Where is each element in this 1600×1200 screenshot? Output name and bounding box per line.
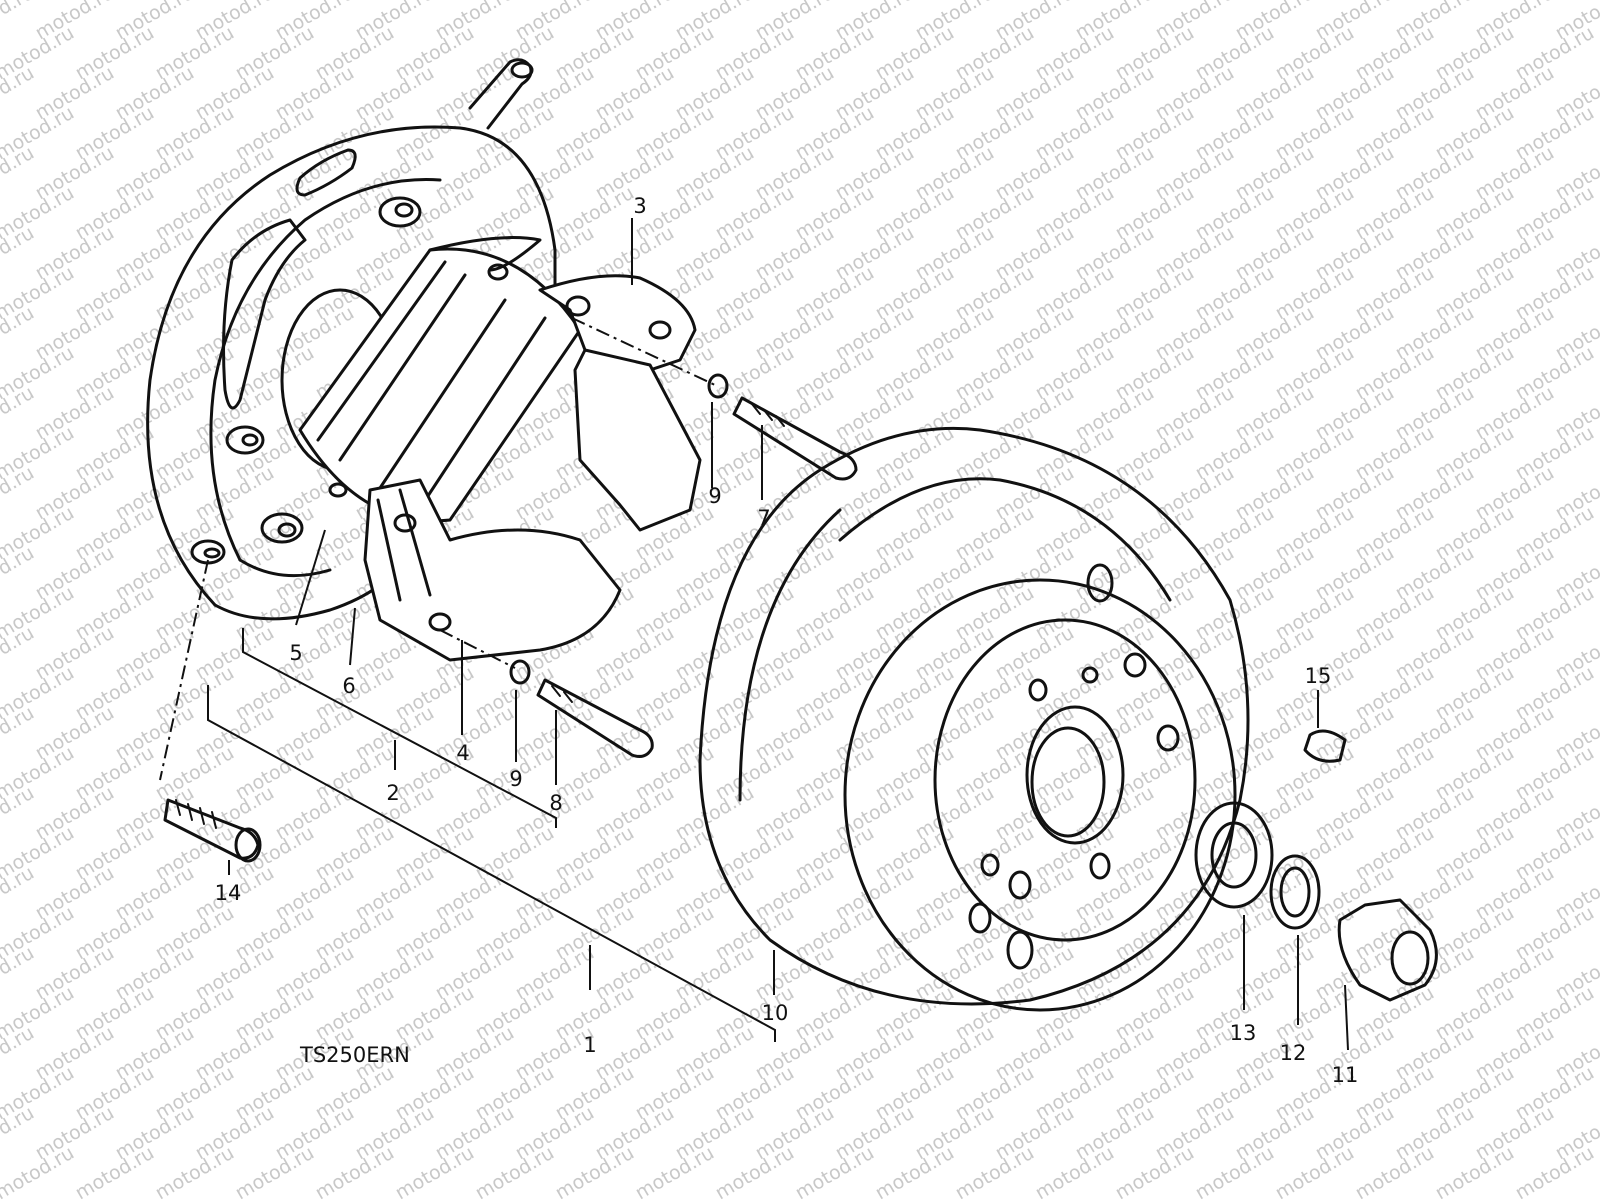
lower-coil (328, 478, 622, 662)
callout-13: 13 (1230, 1021, 1257, 1045)
upper-coil (298, 236, 702, 532)
flywheel-rotor (698, 426, 1250, 1012)
nut-11 (1337, 898, 1438, 1002)
screw-8 (536, 678, 654, 758)
stator-plate-assembly (146, 58, 557, 621)
callout-15: 15 (1305, 664, 1332, 688)
callout-9-upper: 9 (708, 484, 721, 508)
callout-1: 1 (583, 1033, 596, 1057)
leader-lines (207, 218, 1349, 1051)
callout-12: 12 (1280, 1041, 1307, 1065)
washer-9-lower (509, 659, 531, 685)
callout-7: 7 (757, 506, 770, 530)
base-plate-screw (159, 559, 262, 863)
flywheel-fasteners (1194, 729, 1438, 1002)
lock-washer-12 (1269, 854, 1321, 930)
callout-3: 3 (633, 194, 646, 218)
watermark-text: motod.ru (0, 0, 38, 44)
callout-14: 14 (215, 881, 242, 905)
callout-9-lower: 9 (509, 767, 522, 791)
model-label: TS250ERN (299, 1043, 410, 1067)
callout-11: 11 (1332, 1063, 1359, 1087)
washer-13 (1194, 801, 1274, 909)
callout-4: 4 (456, 741, 469, 765)
washer-9-upper (707, 373, 729, 399)
callout-10: 10 (762, 1001, 789, 1025)
callout-2: 2 (386, 781, 399, 805)
callout-labels: 1 2 3 4 5 6 7 8 9 9 10 11 12 13 14 15 (215, 194, 1359, 1087)
woodruff-key-15 (1303, 729, 1347, 763)
callout-5: 5 (289, 641, 302, 665)
callout-8: 8 (549, 791, 562, 815)
callout-6: 6 (342, 674, 355, 698)
